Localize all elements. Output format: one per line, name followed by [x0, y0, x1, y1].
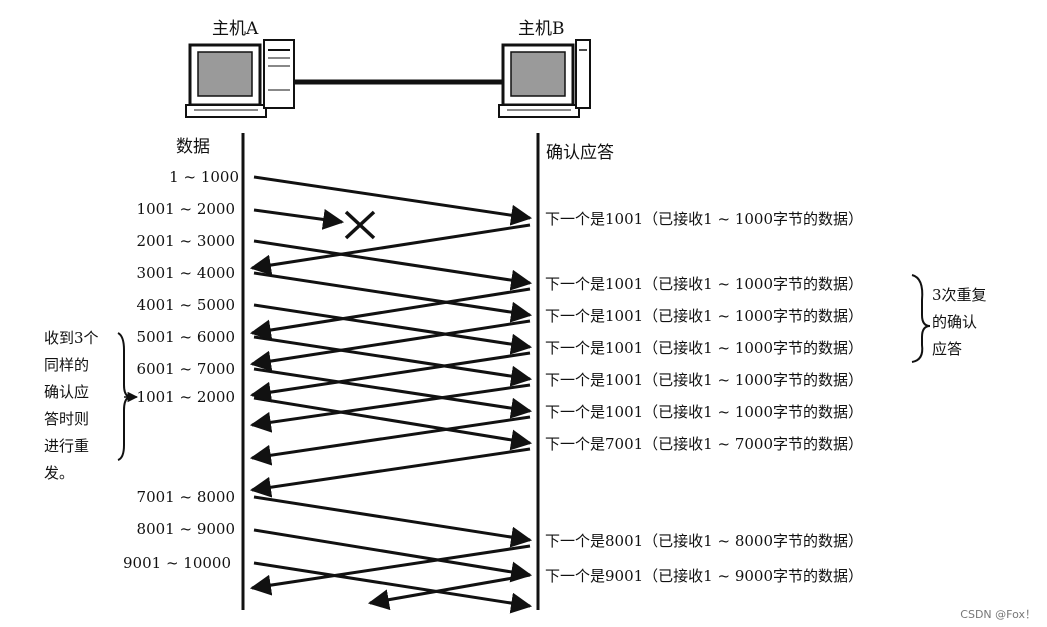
ack-arrow [249, 351, 531, 403]
segment-label: 6001 ~ 7000 [137, 360, 235, 378]
ack-label: 下一个是1001（已接收1 ~ 1000字节的数据） [545, 371, 863, 389]
ack-arrow [249, 544, 531, 596]
segment-label: 7001 ~ 8000 [137, 488, 235, 506]
ack-arrow [249, 447, 531, 498]
lost-segment-arrow [253, 208, 345, 230]
host-a-computer-icon [185, 39, 295, 118]
segment-label: 3001 ~ 4000 [137, 264, 235, 282]
ack-arrow [249, 415, 531, 466]
segment-label: 1 ~ 1000 [169, 168, 239, 186]
packet-loss-cross-icon [344, 210, 376, 240]
ack-arrow [249, 287, 531, 341]
ack-label: 下一个是1001（已接收1 ~ 1000字节的数据） [545, 339, 863, 357]
retransmit-note: 答时则 [44, 410, 89, 428]
segment-arrow [253, 495, 533, 548]
segment-label: 4001 ~ 5000 [137, 296, 235, 314]
segment-arrow [253, 303, 533, 355]
duplicate-acks-note: 3次重复 [932, 286, 987, 304]
segment-label: 8001 ~ 9000 [137, 520, 235, 538]
retransmit-note: 发。 [44, 464, 74, 482]
ack-label: 下一个是1001（已接收1 ~ 1000字节的数据） [545, 275, 863, 293]
duplicate-acks-note: 的确认 [932, 313, 977, 331]
ack-label: 下一个是8001（已接收1 ~ 8000字节的数据） [545, 532, 863, 550]
segment-arrow [253, 271, 533, 323]
ack-arrow [367, 573, 531, 611]
data-arrows [253, 175, 533, 614]
segment-label: 1001 ~ 2000 [137, 388, 235, 406]
segment-arrow [253, 528, 533, 583]
ack-arrow [249, 223, 531, 276]
ack-arrow [249, 383, 531, 433]
duplicate-acks-note: 应答 [932, 340, 962, 358]
ack-label: 下一个是9001（已接收1 ~ 9000字节的数据） [545, 567, 863, 585]
segment-arrow [253, 239, 533, 291]
segment-label: 2001 ~ 3000 [137, 232, 235, 250]
retransmit-arrow [253, 396, 533, 451]
segment-arrow [253, 335, 533, 387]
host-b-label: 主机B [518, 19, 565, 39]
retransmit-note: 确认应 [44, 383, 89, 401]
retransmit-note: 同样的 [44, 356, 89, 374]
ack-label: 下一个是7001（已接收1 ~ 7000字节的数据） [545, 435, 863, 453]
watermark: CSDN @Fox！ [960, 608, 1036, 621]
retransmit-note: 进行重 [44, 437, 89, 455]
duplicate-acks-brace [911, 274, 931, 363]
segment-arrow [253, 367, 533, 419]
ack-arrows [249, 223, 531, 611]
host-a-label: 主机A [212, 19, 259, 39]
segment-label: 5001 ~ 6000 [137, 328, 235, 346]
ack-label: 下一个是1001（已接收1 ~ 1000字节的数据） [545, 210, 863, 228]
ack-column-heading: 确认应答 [546, 143, 614, 163]
ack-label: 下一个是1001（已接收1 ~ 1000字节的数据） [545, 307, 863, 325]
ack-arrow [249, 319, 531, 372]
host-b-computer-icon [498, 39, 591, 118]
segment-arrow [253, 561, 533, 614]
segment-label: 9001 ~ 10000 [123, 554, 231, 572]
segment-arrow [253, 175, 533, 226]
data-column-heading: 数据 [176, 137, 210, 157]
segment-label: 1001 ~ 2000 [137, 200, 235, 218]
ack-label: 下一个是1001（已接收1 ~ 1000字节的数据） [545, 403, 863, 421]
retransmit-note: 收到3个 [44, 329, 99, 347]
